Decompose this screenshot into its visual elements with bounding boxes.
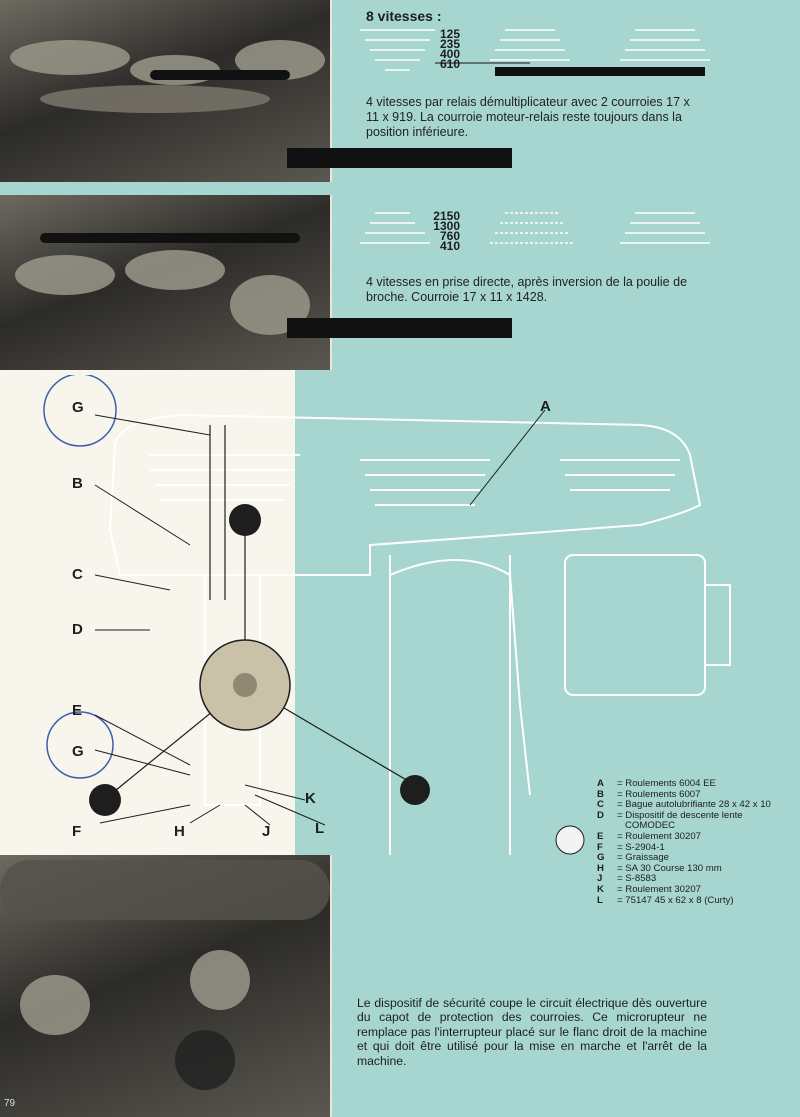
speed-value: 125	[439, 27, 460, 41]
speed-value: 2150	[433, 209, 460, 223]
legend-row: G= Graissage	[597, 852, 669, 864]
label-h: H	[174, 823, 185, 840]
legend-row: E= Roulement 30207	[597, 830, 702, 842]
label-a: A	[540, 398, 551, 415]
pulley-schematic-relay	[360, 29, 710, 76]
speeds-title: 8 vitesses :	[366, 8, 442, 24]
label-g-bottom: G	[72, 743, 84, 760]
pulley-schematic-direct	[360, 212, 710, 244]
legend-row: A= Roulements 6004 EE	[597, 778, 716, 789]
legend-row: J= S-8583	[597, 873, 657, 885]
speed-list-1: 125 235 400 610	[420, 27, 460, 71]
speed-list-2: 2150 1300 760 410	[420, 209, 460, 253]
legend-row: L= 75147 45 x 62 x 8 (Curty)	[597, 894, 734, 906]
speed-value: 235	[439, 37, 460, 51]
label-f: F	[72, 823, 82, 840]
page-number: 79	[4, 1098, 16, 1109]
label-k: K	[305, 790, 316, 807]
label-e: E	[72, 702, 83, 719]
legend-row: K= Roulement 30207	[597, 883, 702, 895]
caption-direct: 4 vitesses en prise directe, après inver…	[366, 275, 688, 304]
legend-row: C= Bague autolubrifiante 28 x 42 x 10	[597, 799, 771, 811]
speed-value: 1300	[433, 219, 460, 233]
safety-paragraph: Le dispositif de sécurité coupe le circu…	[357, 996, 707, 1068]
photo-bar-2	[287, 318, 512, 338]
speed-value: 610	[439, 57, 460, 71]
speed-value: 410	[439, 239, 460, 253]
legend-row: B= Roulements 6007	[597, 788, 701, 800]
caption-relay: 4 vitesses par relais démultiplicateur a…	[366, 95, 690, 139]
label-g-top: G	[72, 399, 84, 416]
photo-bar-1	[287, 148, 512, 168]
photo-drill-head	[0, 855, 332, 1117]
diagram-left-background	[0, 370, 295, 860]
legend-row: F= S-2904-1	[597, 841, 665, 853]
label-l: L	[315, 820, 325, 837]
legend-row: D= Dispositif de descente lente COMODEC	[597, 809, 743, 832]
speed-value: 760	[439, 229, 460, 243]
label-d: D	[72, 621, 83, 638]
legend-row: H= SA 30 Course 130 mm	[597, 862, 722, 874]
label-j: J	[262, 823, 271, 840]
label-b: B	[72, 475, 83, 492]
drill-cross-section-diagram	[43, 375, 731, 855]
photo-pulleys-relay	[0, 0, 332, 182]
photo-pulleys-direct	[0, 195, 332, 370]
parts-legend: A= Roulements 6004 EE B= Roulements 6007…	[597, 778, 771, 906]
label-c: C	[72, 566, 83, 583]
speed-value: 400	[439, 47, 460, 61]
